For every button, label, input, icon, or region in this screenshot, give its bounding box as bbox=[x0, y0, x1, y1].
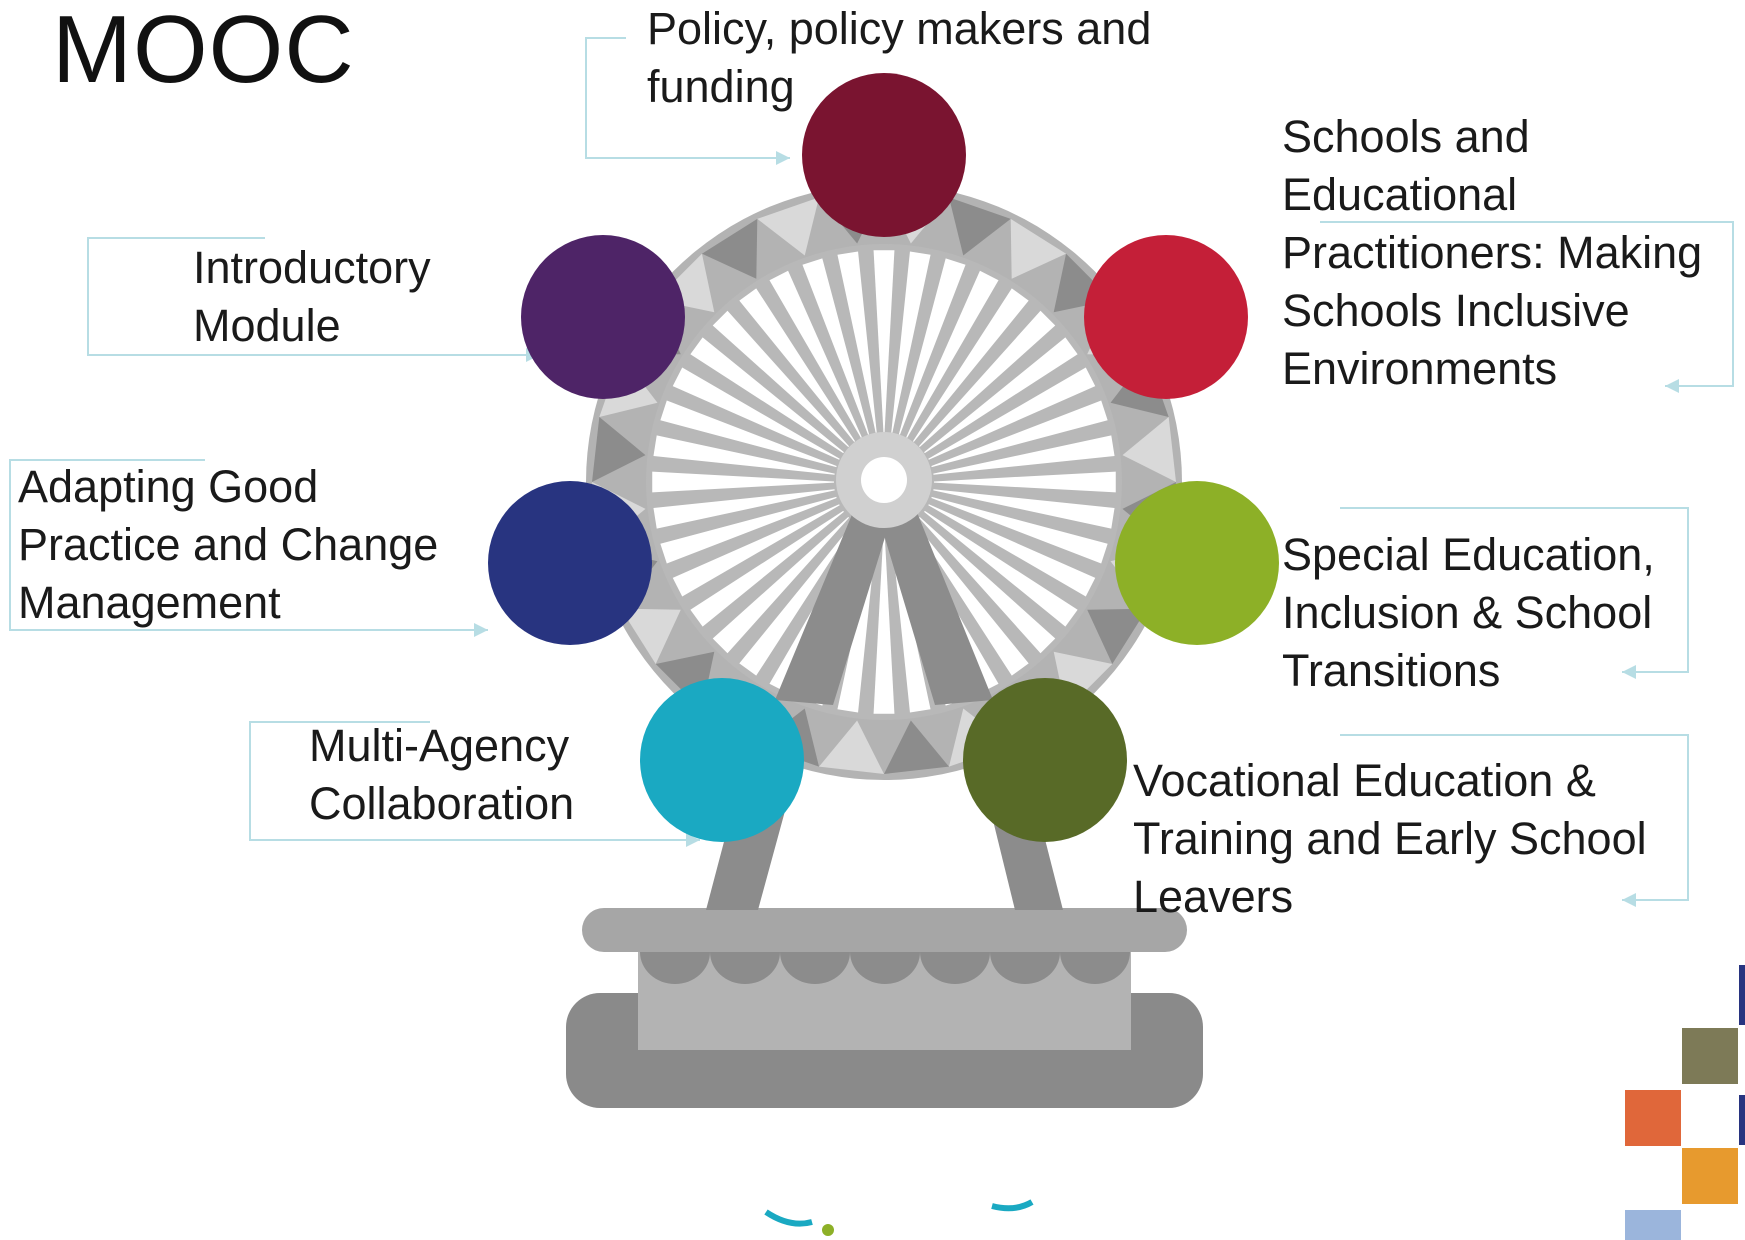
decorative-squares bbox=[1625, 965, 1745, 1240]
page-title: MOOC bbox=[52, 0, 355, 103]
module-circle-special bbox=[1115, 481, 1279, 645]
decor-square bbox=[1625, 1210, 1681, 1240]
connector-adapting bbox=[9, 459, 488, 631]
connector-adapting-arrow bbox=[474, 623, 488, 637]
base-scallop bbox=[640, 952, 710, 984]
label-policy: Policy, policy makers and funding bbox=[647, 3, 1152, 112]
connector-multiagency-arrow bbox=[686, 833, 700, 847]
wheel-spoke bbox=[712, 516, 850, 654]
decor-square bbox=[1682, 1028, 1738, 1084]
wheel-spoke bbox=[837, 251, 877, 433]
wheel-spoke bbox=[931, 400, 1108, 468]
wheel-tooth bbox=[592, 417, 646, 482]
module-circles bbox=[488, 73, 1279, 842]
connector-policy-arrow bbox=[776, 151, 790, 165]
decor-square bbox=[1625, 1090, 1681, 1146]
wheel-tooth bbox=[620, 608, 681, 665]
wheel-spoke bbox=[672, 367, 840, 460]
swoosh-dot bbox=[822, 1224, 834, 1236]
label-schools: Schools and Educational Practitioners: M… bbox=[1282, 111, 1703, 394]
wheel-spoke bbox=[912, 288, 1029, 442]
base-scallop bbox=[920, 952, 990, 984]
wheel-spoke bbox=[933, 471, 1116, 493]
wheel-spoke bbox=[933, 489, 1115, 529]
module-circle-vocational bbox=[963, 678, 1127, 842]
wheel-tooth bbox=[1010, 218, 1067, 279]
wheel-base-top bbox=[582, 908, 1187, 952]
wheel-tooth bbox=[884, 720, 949, 774]
wheel-spoke bbox=[931, 496, 1108, 564]
decor-square bbox=[1739, 1095, 1745, 1145]
base-scallop bbox=[1060, 952, 1130, 984]
label-vocational-education: Vocational Education & Training and Earl… bbox=[1133, 755, 1647, 922]
wheel-spoke bbox=[933, 435, 1115, 475]
module-circle-multiagency bbox=[640, 678, 804, 842]
label-adapting-good-practice: Adapting Good Practice and Change Manage… bbox=[18, 461, 439, 628]
connector-special bbox=[1340, 507, 1689, 673]
module-circle-adapting bbox=[488, 481, 652, 645]
wheel-tooth bbox=[757, 197, 820, 256]
decor-square bbox=[1739, 965, 1745, 1025]
base-scallop bbox=[780, 952, 850, 984]
wheel-spoke bbox=[712, 310, 850, 448]
connector-vocational-arrow bbox=[1622, 893, 1636, 907]
wheel-spoke bbox=[660, 400, 837, 468]
module-circle-schools bbox=[1084, 235, 1248, 399]
wheel-spoke bbox=[906, 270, 999, 438]
wheel-spoke bbox=[873, 531, 895, 714]
wheel-spoke bbox=[918, 516, 1056, 654]
wheel-tooth bbox=[819, 720, 884, 774]
swoosh-mark-left bbox=[764, 1209, 813, 1227]
wheel-spoke bbox=[924, 337, 1078, 454]
wheel-spoke bbox=[928, 504, 1096, 597]
connector-multiagency bbox=[249, 721, 700, 841]
wheel-spoke bbox=[918, 310, 1056, 448]
wheel-spoke bbox=[653, 489, 835, 529]
wheel-tooth bbox=[701, 218, 758, 279]
wheel-spoke bbox=[739, 522, 856, 676]
label-introductory-module: Introductory Module bbox=[193, 242, 431, 351]
wheel-spoke bbox=[912, 522, 1029, 676]
wheel-spoke bbox=[672, 504, 840, 597]
base-scallop bbox=[990, 952, 1060, 984]
base-scallop bbox=[850, 952, 920, 984]
wheel-support-left bbox=[775, 500, 895, 705]
connector-vocational bbox=[1340, 734, 1689, 901]
wheel-spoke bbox=[652, 471, 835, 493]
decor-square bbox=[1682, 1148, 1738, 1204]
label-special-education: Special Education, Inclusion & School Tr… bbox=[1282, 529, 1655, 696]
wheel-tooth bbox=[1087, 608, 1148, 665]
wheel-spoke bbox=[891, 251, 931, 433]
wheel-support-right bbox=[875, 500, 993, 705]
wheel-spoke bbox=[769, 270, 862, 438]
connector-special-arrow bbox=[1622, 665, 1636, 679]
wheel-tooth bbox=[1122, 417, 1176, 482]
wheel-spoke bbox=[653, 435, 835, 475]
wheel-spoke bbox=[873, 250, 895, 433]
connector-policy bbox=[585, 37, 790, 159]
wheel-spoke bbox=[924, 510, 1078, 627]
wheel-spoke bbox=[802, 258, 870, 435]
base-scallop bbox=[710, 952, 780, 984]
wheel-spoke bbox=[660, 496, 837, 564]
swoosh-mark-right bbox=[991, 1199, 1034, 1212]
wheel-spoke bbox=[739, 288, 856, 442]
module-circle-policy bbox=[802, 73, 966, 237]
connector-introductory bbox=[87, 237, 540, 356]
connector-schools bbox=[1320, 221, 1734, 387]
label-multi-agency: Multi-Agency Collaboration bbox=[309, 720, 575, 829]
wheel-hub-center bbox=[861, 457, 907, 503]
label-connectors bbox=[9, 37, 1734, 907]
wheel-spoke bbox=[898, 258, 966, 435]
wheel-spoke bbox=[690, 337, 844, 454]
wheel-spoke bbox=[690, 510, 844, 627]
wheel-base-scallops bbox=[640, 952, 1130, 984]
connector-schools-arrow bbox=[1665, 379, 1679, 393]
wheel-tooth bbox=[948, 197, 1011, 256]
wheel-spoke bbox=[928, 367, 1096, 460]
module-circle-introductory bbox=[521, 235, 685, 399]
